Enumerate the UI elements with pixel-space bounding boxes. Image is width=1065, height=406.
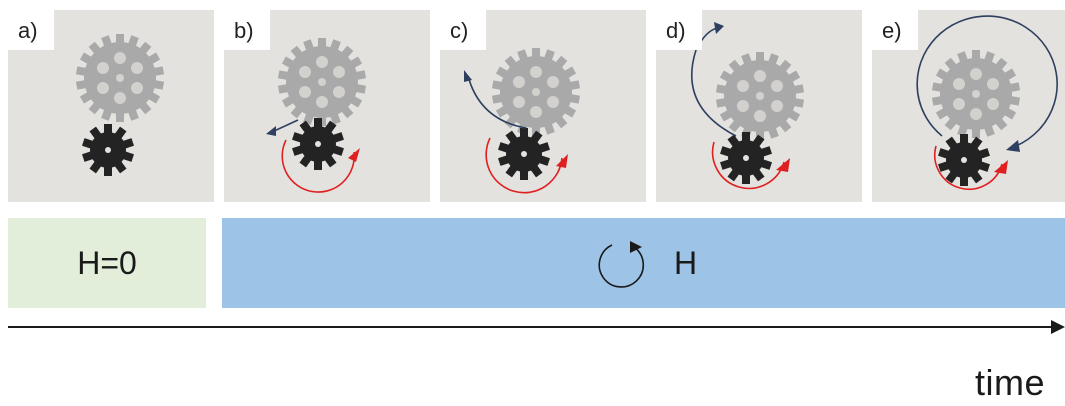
panel-label: e)	[872, 10, 918, 50]
panel-c: c)	[440, 10, 646, 202]
panel-e: e)	[872, 10, 1065, 202]
blue-arrow-head	[714, 22, 724, 34]
circular-arrow-icon	[598, 241, 644, 288]
grey-gear	[277, 38, 367, 126]
blue-arrow-head	[266, 126, 276, 136]
red-arrow-head	[348, 148, 360, 162]
time-axis-arrow	[8, 320, 1065, 334]
blue-rotation-arrow	[916, 15, 1058, 147]
state-box-h0: H=0	[8, 218, 206, 308]
red-arrow-head	[994, 160, 1008, 174]
time-axis-label: time	[975, 362, 1046, 403]
panel-label: c)	[440, 10, 486, 50]
gear-photo-d	[656, 10, 862, 202]
grey-gear	[931, 50, 1021, 138]
grey-gear	[75, 34, 165, 122]
state-label-h: H	[673, 244, 698, 281]
blue-rotation-arrow	[467, 75, 527, 129]
red-rotation-arrow	[711, 141, 785, 190]
arrow-head-icon	[1051, 320, 1065, 334]
red-rotation-arrow	[933, 145, 1003, 190]
state-box-h: H	[222, 218, 1065, 308]
blue-arrow-head	[464, 70, 472, 82]
panel-d: d)	[656, 10, 862, 202]
state-label-h0: H=0	[77, 244, 137, 281]
grey-gear	[491, 48, 581, 136]
panel-label: b)	[224, 10, 270, 50]
panel-b: b)	[224, 10, 430, 202]
red-arrow-head	[556, 154, 568, 168]
red-rotation-arrow	[281, 139, 356, 193]
grey-gear	[715, 52, 805, 140]
red-rotation-arrow	[485, 137, 563, 194]
panel-label: a)	[8, 10, 54, 50]
blue-rotation-arrow	[271, 119, 299, 133]
blue-arrow-head	[1006, 140, 1020, 152]
blue-rotation-arrow	[691, 27, 737, 137]
red-arrow-head	[776, 158, 790, 172]
panel-a: a)	[8, 10, 214, 202]
panel-label: d)	[656, 10, 702, 50]
